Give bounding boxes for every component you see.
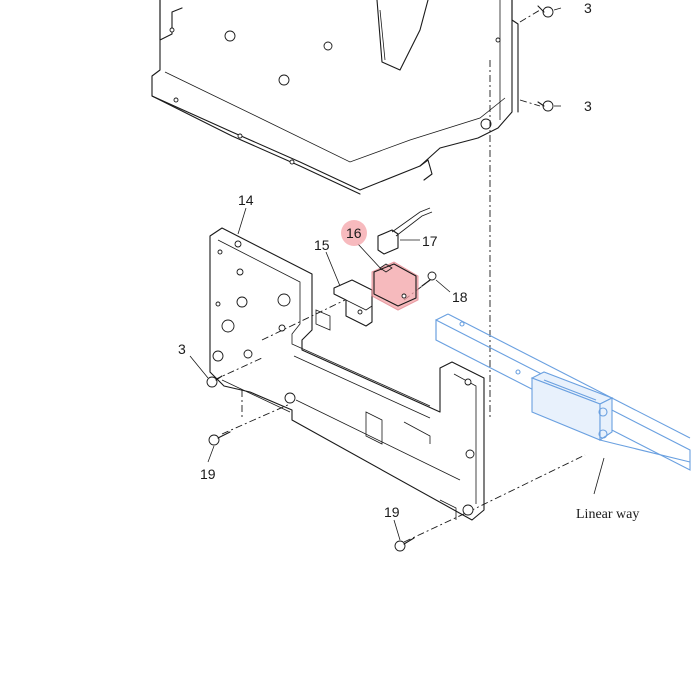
- screw-part-19-left: [208, 431, 231, 446]
- assembly-lines: [213, 9, 586, 543]
- callout-labels: 3 3 14 15 16 17 18 3 19 19 Linear way: [178, 0, 639, 522]
- sensor-part-16: [371, 261, 419, 311]
- leader-lines: [189, 7, 605, 541]
- callout-16: 16: [346, 225, 362, 241]
- upper-frame: [151, 0, 519, 195]
- callout-17: 17: [422, 233, 438, 249]
- callout-3-middle: 3: [584, 98, 592, 114]
- screw-part-19-bottom: [394, 537, 415, 552]
- callout-3-upper: 3: [584, 0, 592, 16]
- screw-part-3-upper: [537, 5, 554, 18]
- callout-18: 18: [452, 289, 468, 305]
- base-plate-part-14: [209, 227, 485, 521]
- bracket-part-15: [333, 279, 373, 327]
- connector-part-17: [377, 207, 433, 255]
- screw-part-3-middle: [537, 100, 554, 112]
- callout-19-left: 19: [200, 466, 216, 482]
- callout-19-bottom: 19: [384, 504, 400, 520]
- linear-way-label: Linear way: [576, 507, 639, 522]
- linear-way: [435, 313, 691, 471]
- callout-16-highlight: [341, 220, 367, 246]
- callout-14: 14: [238, 192, 254, 208]
- callout-15: 15: [314, 237, 330, 253]
- callout-3-lower: 3: [178, 341, 186, 357]
- screw-part-18: [421, 271, 437, 287]
- screw-part-3-lower: [206, 375, 223, 388]
